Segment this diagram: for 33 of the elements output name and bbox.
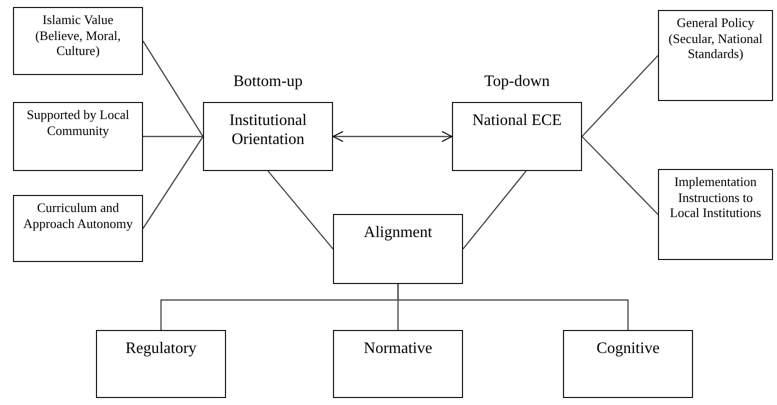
connector-line (268, 170, 334, 250)
text-box (333, 214, 463, 284)
text-box (13, 102, 143, 171)
text-box (563, 330, 693, 398)
arrow (332, 131, 452, 142)
box-text: Normative (364, 339, 432, 358)
box-text: Cognitive (596, 339, 660, 358)
text-box (203, 102, 333, 171)
connector-line (582, 136, 658, 215)
text-box (13, 195, 143, 262)
text-box (96, 330, 226, 398)
box-text: General Policy (Secular, National Standards) (667, 15, 764, 62)
box-text: Institutional Orientation (228, 111, 308, 150)
box-text: Implementation Instructions to Local Institutions (668, 174, 762, 221)
box-text: Curriculum and Approach Autonomy (22, 200, 134, 232)
text-box (658, 10, 773, 101)
connector-line (582, 55, 658, 137)
connector-line (142, 40, 204, 137)
orientation-label: Bottom-up (233, 72, 303, 92)
connector-line (397, 284, 629, 330)
box-text: Regulatory (125, 339, 197, 358)
text-box (452, 102, 582, 171)
box-text: National ECE (472, 111, 562, 130)
connector-line (143, 136, 203, 138)
orientation-label: Top-down (484, 72, 550, 92)
connector-line (462, 170, 527, 250)
box-text: Alignment (364, 223, 432, 242)
box-text: Supported by Local Community (26, 107, 130, 138)
text-box (658, 169, 773, 260)
connector-line (142, 136, 204, 229)
box-text: Islamic Value (Believe, Moral, Culture) (34, 12, 122, 59)
text-box (333, 330, 463, 398)
text-box (13, 7, 143, 75)
